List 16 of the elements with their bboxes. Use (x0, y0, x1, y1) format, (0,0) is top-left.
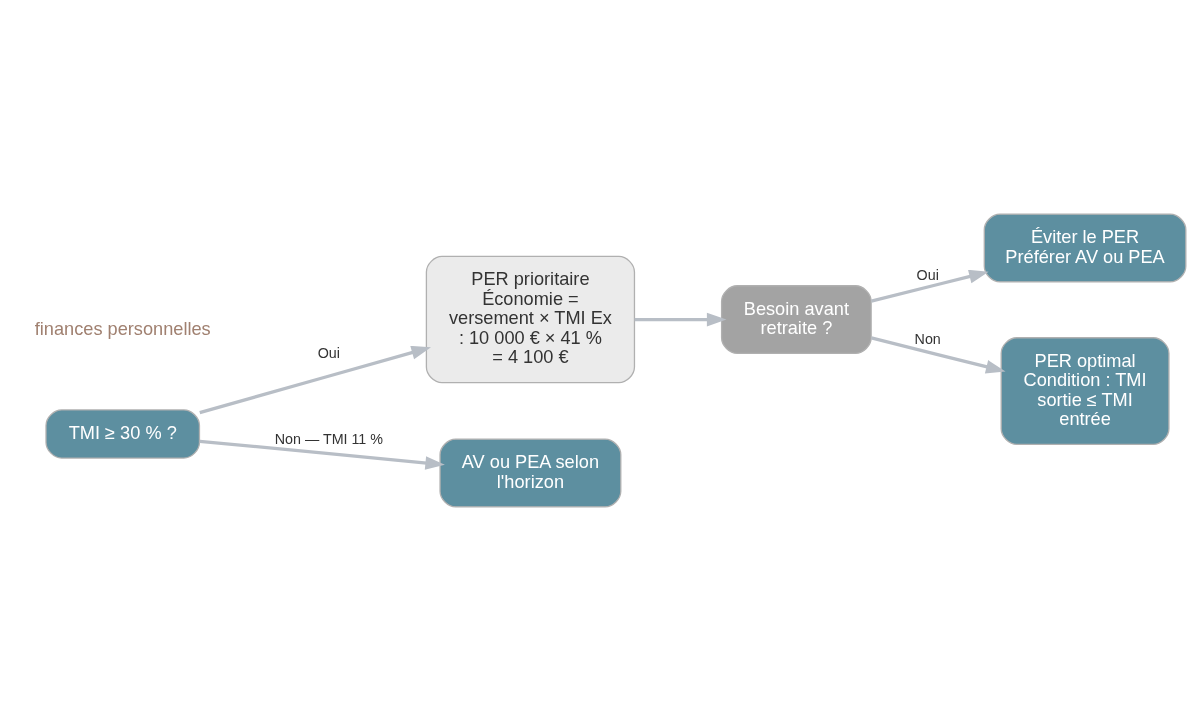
arrow (870, 336, 1006, 374)
node-box: Besoin avant retraite ? (720, 285, 872, 354)
node-box: PER prioritaire Économie = versement × TMI Ex : 10 000 € × 41 % = 4 100 € (425, 255, 636, 384)
edge-label: Oui (317, 345, 340, 362)
node-box: PER optimal Condition : TMI sortie ≤ TMI entrée (1000, 337, 1170, 446)
node-box: TMI ≥ 30 % ? (45, 409, 201, 459)
node-box: AV ou PEA selon l'horizon (439, 438, 622, 508)
arrow (634, 312, 727, 327)
arrow (199, 345, 431, 415)
arrow (870, 269, 989, 303)
label: finances personnelles (34, 318, 211, 339)
edge-label: Oui (916, 267, 939, 284)
arrow (199, 439, 445, 470)
edge-label: Non (914, 330, 941, 347)
node-box: Éviter le PER Préférer AV ou PEA (983, 213, 1187, 283)
edge-label: Non — TMI 11 % (274, 431, 384, 448)
